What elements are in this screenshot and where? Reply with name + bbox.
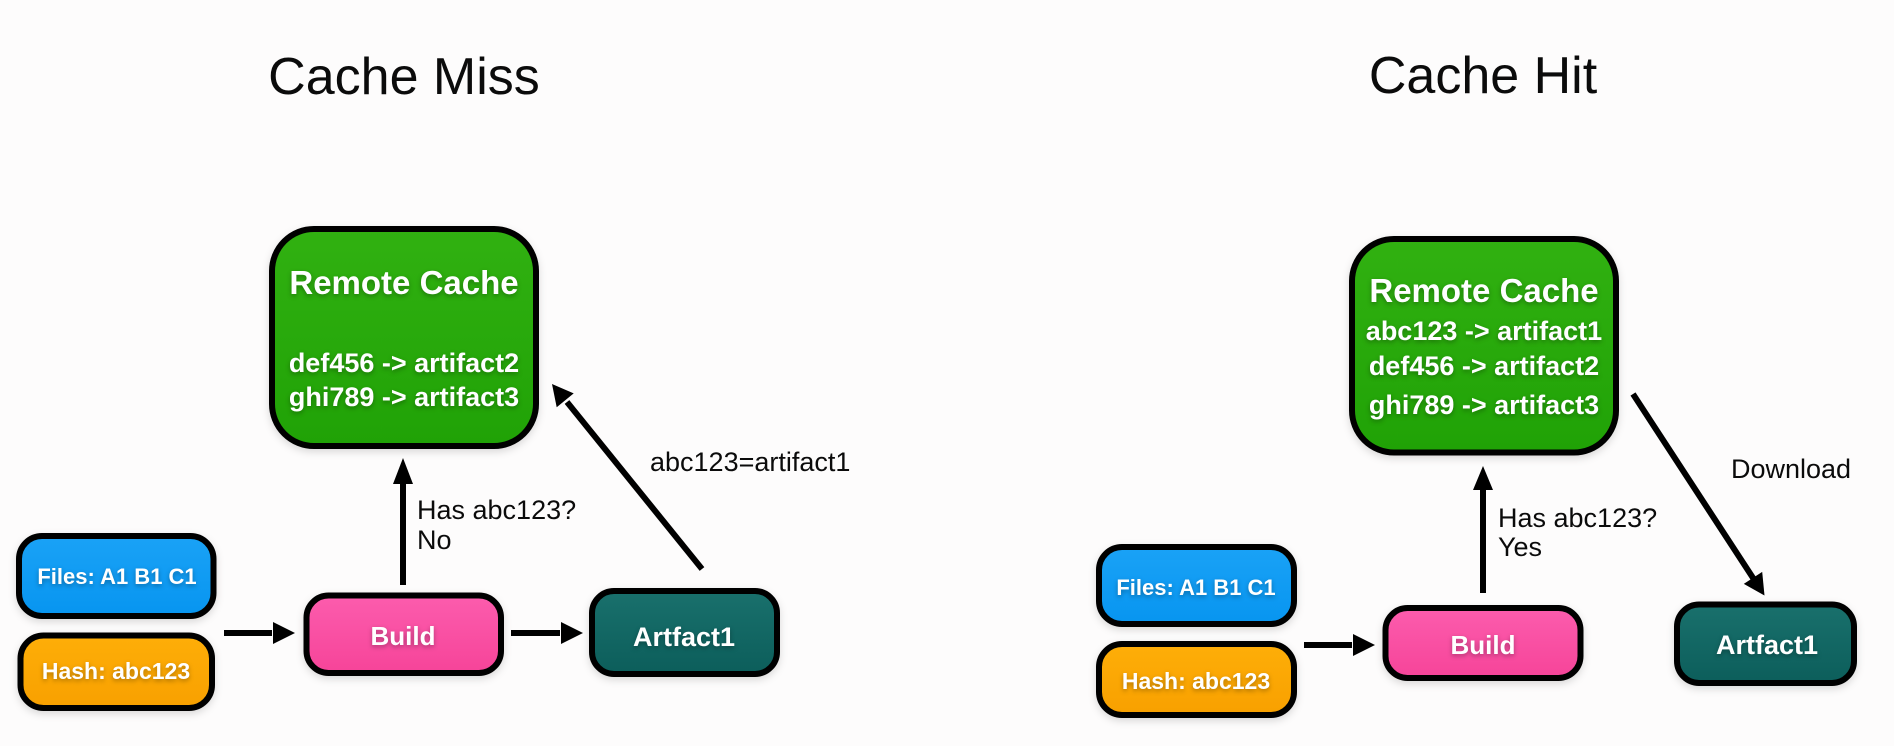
svg-text:Files: A1 B1 C1: Files: A1 B1 C1 [1116,575,1275,600]
svg-text:Has abc123?: Has abc123? [1498,503,1657,533]
svg-text:Cache Miss: Cache Miss [268,48,540,106]
svg-text:Artfact1: Artfact1 [633,622,735,652]
svg-text:def456 -> artifact2: def456 -> artifact2 [1369,351,1599,381]
svg-text:Download: Download [1731,454,1851,484]
svg-text:Files: A1 B1 C1: Files: A1 B1 C1 [37,564,196,589]
svg-text:Remote Cache: Remote Cache [289,264,518,301]
svg-text:Yes: Yes [1498,532,1542,562]
svg-text:Build: Build [371,621,436,651]
svg-text:abc123=artifact1: abc123=artifact1 [650,447,850,477]
svg-text:abc123 -> artifact1: abc123 -> artifact1 [1366,316,1602,346]
svg-text:Has abc123?: Has abc123? [417,495,576,525]
svg-text:Cache Hit: Cache Hit [1369,47,1598,105]
svg-text:ghi789 -> artifact3: ghi789 -> artifact3 [1369,390,1599,420]
svg-text:Remote Cache: Remote Cache [1369,272,1598,309]
svg-text:No: No [417,525,452,555]
svg-text:Artfact1: Artfact1 [1716,630,1818,660]
svg-text:Hash: abc123: Hash: abc123 [42,658,190,684]
svg-text:def456 -> artifact2: def456 -> artifact2 [289,348,519,378]
svg-text:Build: Build [1451,630,1516,660]
svg-text:ghi789 -> artifact3: ghi789 -> artifact3 [289,382,519,412]
svg-text:Hash: abc123: Hash: abc123 [1122,668,1270,694]
